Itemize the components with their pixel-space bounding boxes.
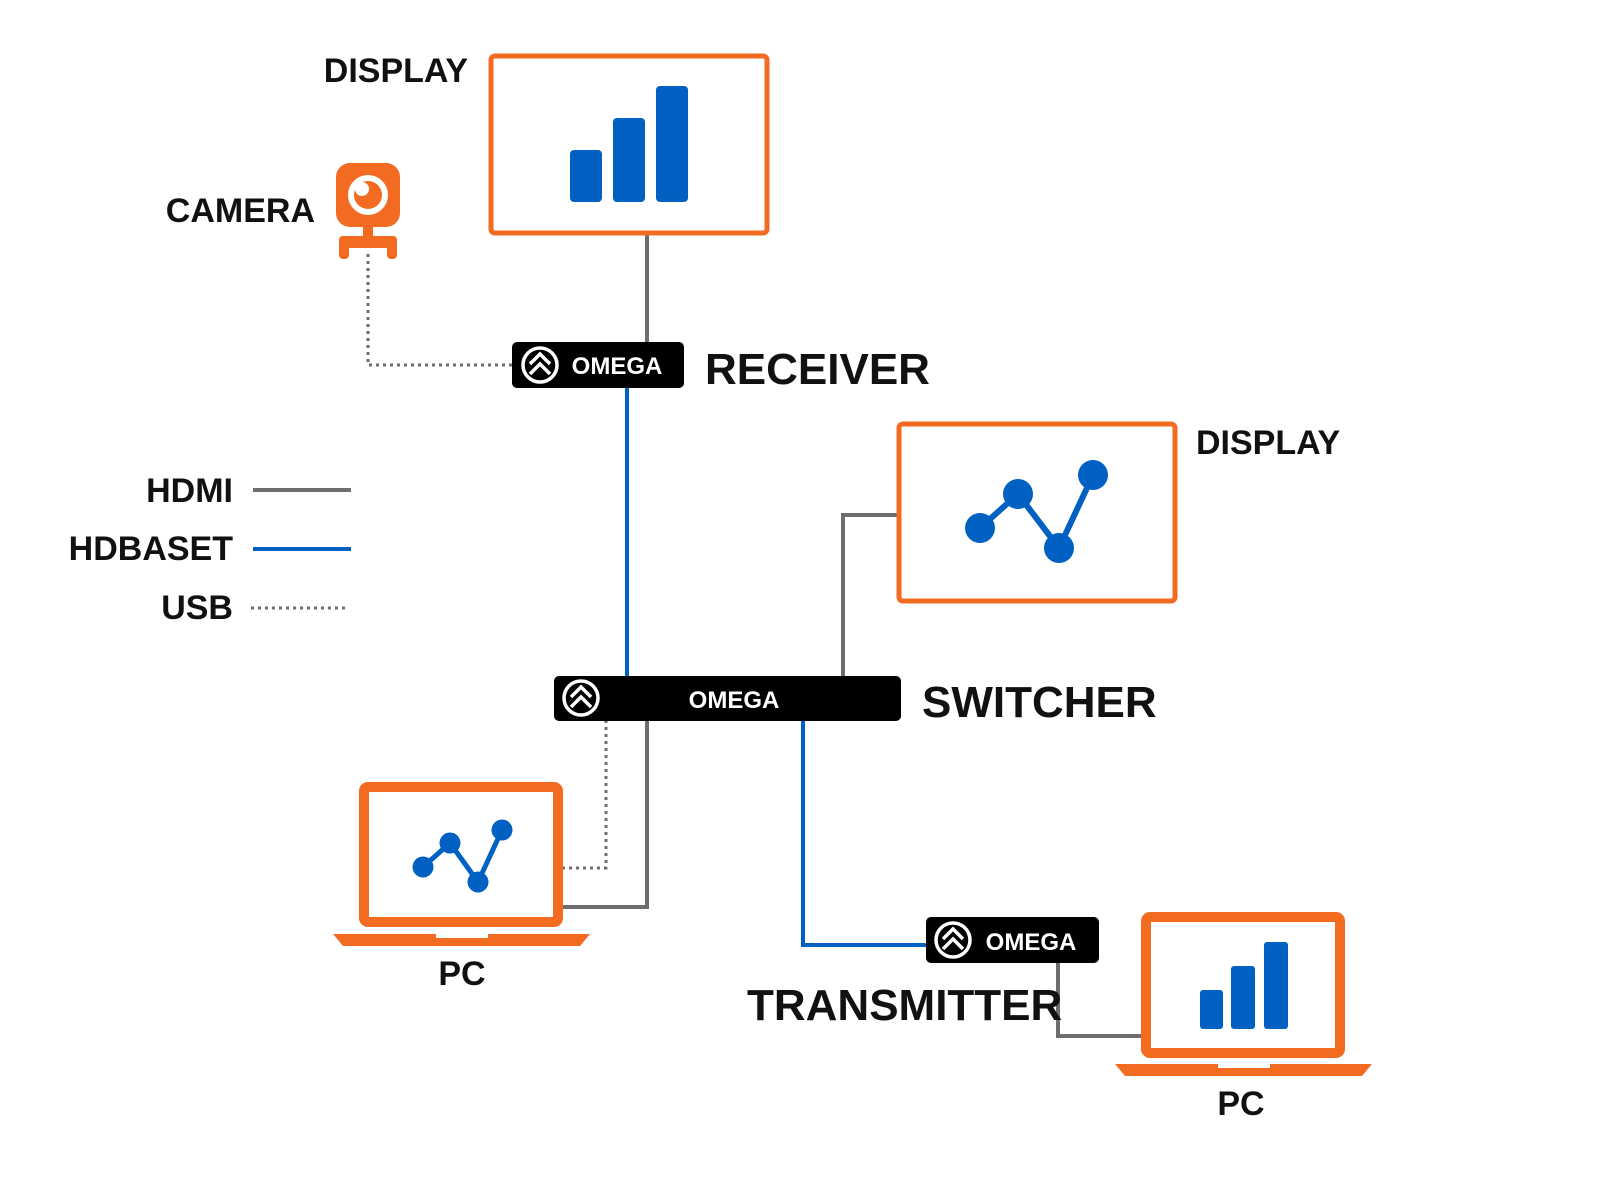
omega-logo-icon <box>562 679 600 717</box>
legend-hdmi-label: HDMI <box>146 472 233 510</box>
transmitter-device[interactable]: OMEGA <box>926 917 1099 963</box>
switcher-device[interactable]: OMEGA <box>554 676 901 721</box>
display-top[interactable] <box>488 53 770 236</box>
transmitter-body <box>926 917 1099 963</box>
display-right-label: DISPLAY <box>1196 424 1341 462</box>
switcher-brand: OMEGA <box>689 687 780 714</box>
line-chart-icon <box>965 460 1108 563</box>
pc-right[interactable] <box>1115 912 1372 1076</box>
hdmi-link-switcher-display <box>841 513 900 678</box>
omega-logo-icon <box>934 921 972 959</box>
bar-chart-icon <box>570 86 688 202</box>
usb-link-switcher-pc <box>562 720 608 870</box>
transmitter-label: TRANSMITTER <box>747 981 1062 1030</box>
legend: HDMI HDBASET USB <box>69 472 351 627</box>
receiver-body <box>512 342 684 388</box>
laptop-base <box>333 934 590 946</box>
switcher-body <box>554 676 901 721</box>
receiver-device[interactable]: OMEGA <box>512 342 684 388</box>
bar-chart-icon <box>1200 942 1288 1029</box>
legend-usb-label: USB <box>161 589 233 627</box>
laptop-base <box>1115 1064 1372 1076</box>
omega-logo-icon <box>521 346 559 384</box>
hdmi-link-switcher-pc <box>562 720 649 909</box>
usb-link-camera-receiver <box>366 254 514 367</box>
hdbaset-link-switcher-transmitter <box>801 720 930 947</box>
receiver-brand: OMEGA <box>572 353 663 380</box>
switcher-label: SWITCHER <box>922 678 1157 727</box>
line-chart-icon <box>412 819 513 893</box>
pc-left-label: PC <box>438 955 485 993</box>
display-frame <box>896 421 1178 604</box>
display-top-label: DISPLAY <box>324 52 469 90</box>
pc-left[interactable] <box>333 782 590 946</box>
legend-hdbaset-label: HDBASET <box>69 530 234 568</box>
webcam-icon[interactable] <box>336 163 400 259</box>
transmitter-brand: OMEGA <box>986 929 1077 956</box>
display-right[interactable] <box>896 421 1178 604</box>
pc-right-label: PC <box>1217 1085 1264 1123</box>
receiver-label: RECEIVER <box>705 345 930 394</box>
camera-label: CAMERA <box>166 192 315 230</box>
hdmi-link-transmitter-pc <box>1056 962 1144 1038</box>
